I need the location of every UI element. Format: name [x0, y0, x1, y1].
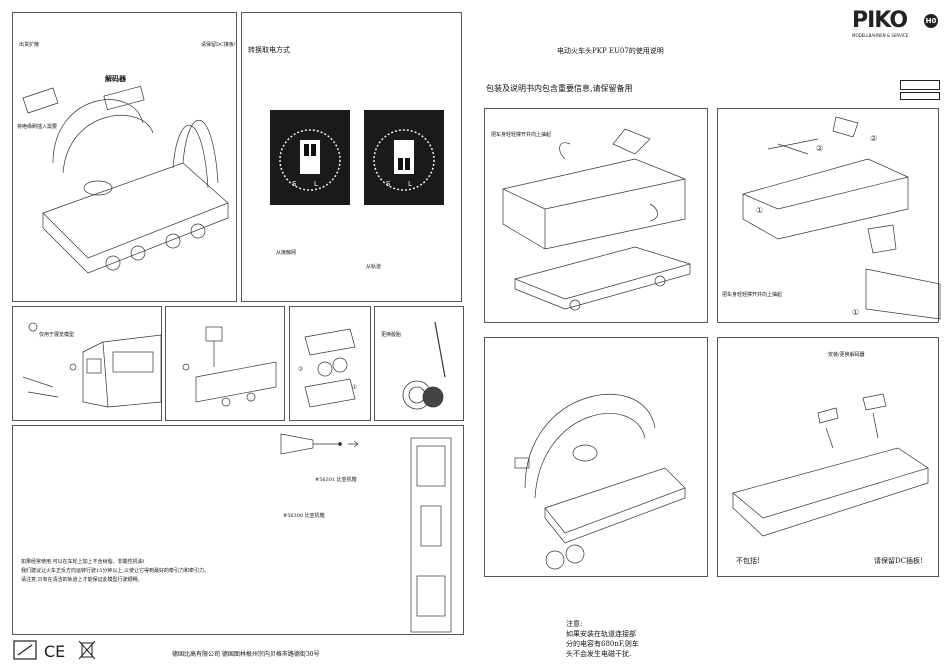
panel-motor-assembly	[484, 337, 708, 577]
item-56300: #56300 比亚机箱	[283, 513, 325, 519]
company-address: 德国比高有限公司 德国图林根州宗内贝格市路德街30号	[172, 651, 320, 658]
r1-caption: 把车身轻轻撑开并向上抽起	[491, 132, 552, 138]
decoder-replace-drawing	[732, 393, 929, 537]
pantograph-removal-drawing: ② ② ① ①	[742, 116, 941, 320]
r4-title: 安装/更换解码器	[828, 352, 865, 358]
step-2-marker-b: ②	[816, 144, 823, 153]
notice-line-3: 头不会发生电磁干扰.	[566, 650, 632, 658]
panel1-side-note: 将绝缘刷插入需要	[17, 124, 58, 130]
maintenance-line-1: 如果经常使用,可以在车轮上加上不含树脂、非酸性机油!	[21, 559, 145, 565]
page-title: 电动火车头PKP EU07的使用说明	[557, 47, 664, 55]
step-2-marker-a: ②	[870, 134, 877, 143]
panel-maintenance: #56301 比亚机箱 #56300 比亚机箱 如果经常使用,可以在车轮上加上不…	[12, 425, 464, 635]
r2-caption: 把车身轻轻撑开并向上抽起	[722, 292, 783, 298]
panel3-note: 仅用于展览模型	[39, 332, 75, 338]
label-from-overhead: 从接触网	[276, 250, 297, 256]
maintenance-line-2: 我们建议让火车正反方向运转行驶15分钟以上,以使让它得到最好的牵引力和牵引力。	[21, 568, 209, 574]
loco-body-lift-drawing	[502, 128, 692, 311]
panel-decoder-replace: 安装/更换解码器 不包括! 请保留DC插板!	[717, 337, 939, 577]
article-box-1	[900, 80, 940, 90]
motor-assembly-drawing	[514, 394, 686, 570]
notice-line-2: 分的电容有680nF,则车	[566, 640, 639, 648]
svg-text:①: ①	[352, 384, 357, 391]
tyre-drawing	[402, 321, 446, 410]
panel-bogie-exploded	[165, 306, 285, 421]
svg-text:S: S	[292, 180, 297, 188]
panel-power-switch: 转换取电方式 S L S L 从接触网 从轨道	[241, 12, 462, 302]
ce-mark-icon: CE	[44, 642, 65, 661]
notice-line-1: 如果安装在轨道连接部	[566, 630, 636, 638]
svg-text:L: L	[408, 180, 412, 188]
panel1-top-right: 请保留DC接板!	[201, 42, 236, 48]
decoder-label: 解码器	[105, 74, 126, 83]
keep-dc-board-note: 请保留DC插板!	[874, 557, 923, 565]
piko-logo: PIKO H0	[852, 8, 938, 33]
locomotive-chassis-drawing	[22, 85, 229, 274]
article-box-2	[900, 92, 940, 100]
panel-remove-body-2: 把车身轻轻撑开并向上抽起 ② ② ① ①	[717, 108, 941, 323]
panel-tyre-replace: 更换胶胎	[374, 306, 464, 421]
compliance-icons: CE	[13, 640, 96, 661]
panel-decoder-install: 出货扩散 请保留DC接板! 解码器 将绝缘刷插入需要	[12, 12, 237, 302]
item-56301: #56301 比亚机箱	[315, 477, 357, 483]
brand-tagline: MODELLBAHNEN & SERVICE	[852, 33, 909, 38]
svg-text:L: L	[314, 180, 318, 188]
h0-badge: H0	[924, 14, 938, 28]
bogie-exploded-drawing	[182, 326, 277, 407]
loco-front-drawing	[22, 322, 162, 408]
page-subtitle: 包装及说明书内包含重要信息,请保留备用	[486, 84, 633, 93]
not-included-note: 不包括!	[736, 557, 760, 565]
panel-remove-body-1: 把车身轻轻撑开并向上抽起	[484, 108, 708, 323]
panel-wheelset: ② ①	[289, 306, 371, 421]
notice-title: 注意:	[566, 620, 583, 628]
panel1-top-left: 出货扩散	[19, 42, 40, 48]
svg-text:S: S	[386, 180, 391, 188]
chassis-topview-drawing	[280, 433, 452, 633]
photo-switch-overhead: S L	[270, 110, 350, 205]
step-1-marker-b: ①	[852, 308, 859, 317]
weee-bin-icon	[78, 640, 96, 660]
label-from-track: 从轨道	[366, 264, 382, 270]
panel6-title: 更换胶胎	[381, 332, 402, 338]
panel-display-parts: 仅用于展览模型	[12, 306, 162, 421]
step-1-marker-a: ①	[756, 206, 763, 215]
panel2-title: 转换取电方式	[248, 46, 290, 54]
age-warning-icon	[13, 640, 37, 660]
maintenance-line-3: 请注意,只有在清洁的轨道上才能保证此模型行驶顺畅。	[21, 577, 143, 583]
photo-switch-track: S L	[364, 110, 444, 205]
wheelset-drawing: ② ①	[298, 328, 357, 408]
svg-text:②: ②	[298, 366, 303, 373]
